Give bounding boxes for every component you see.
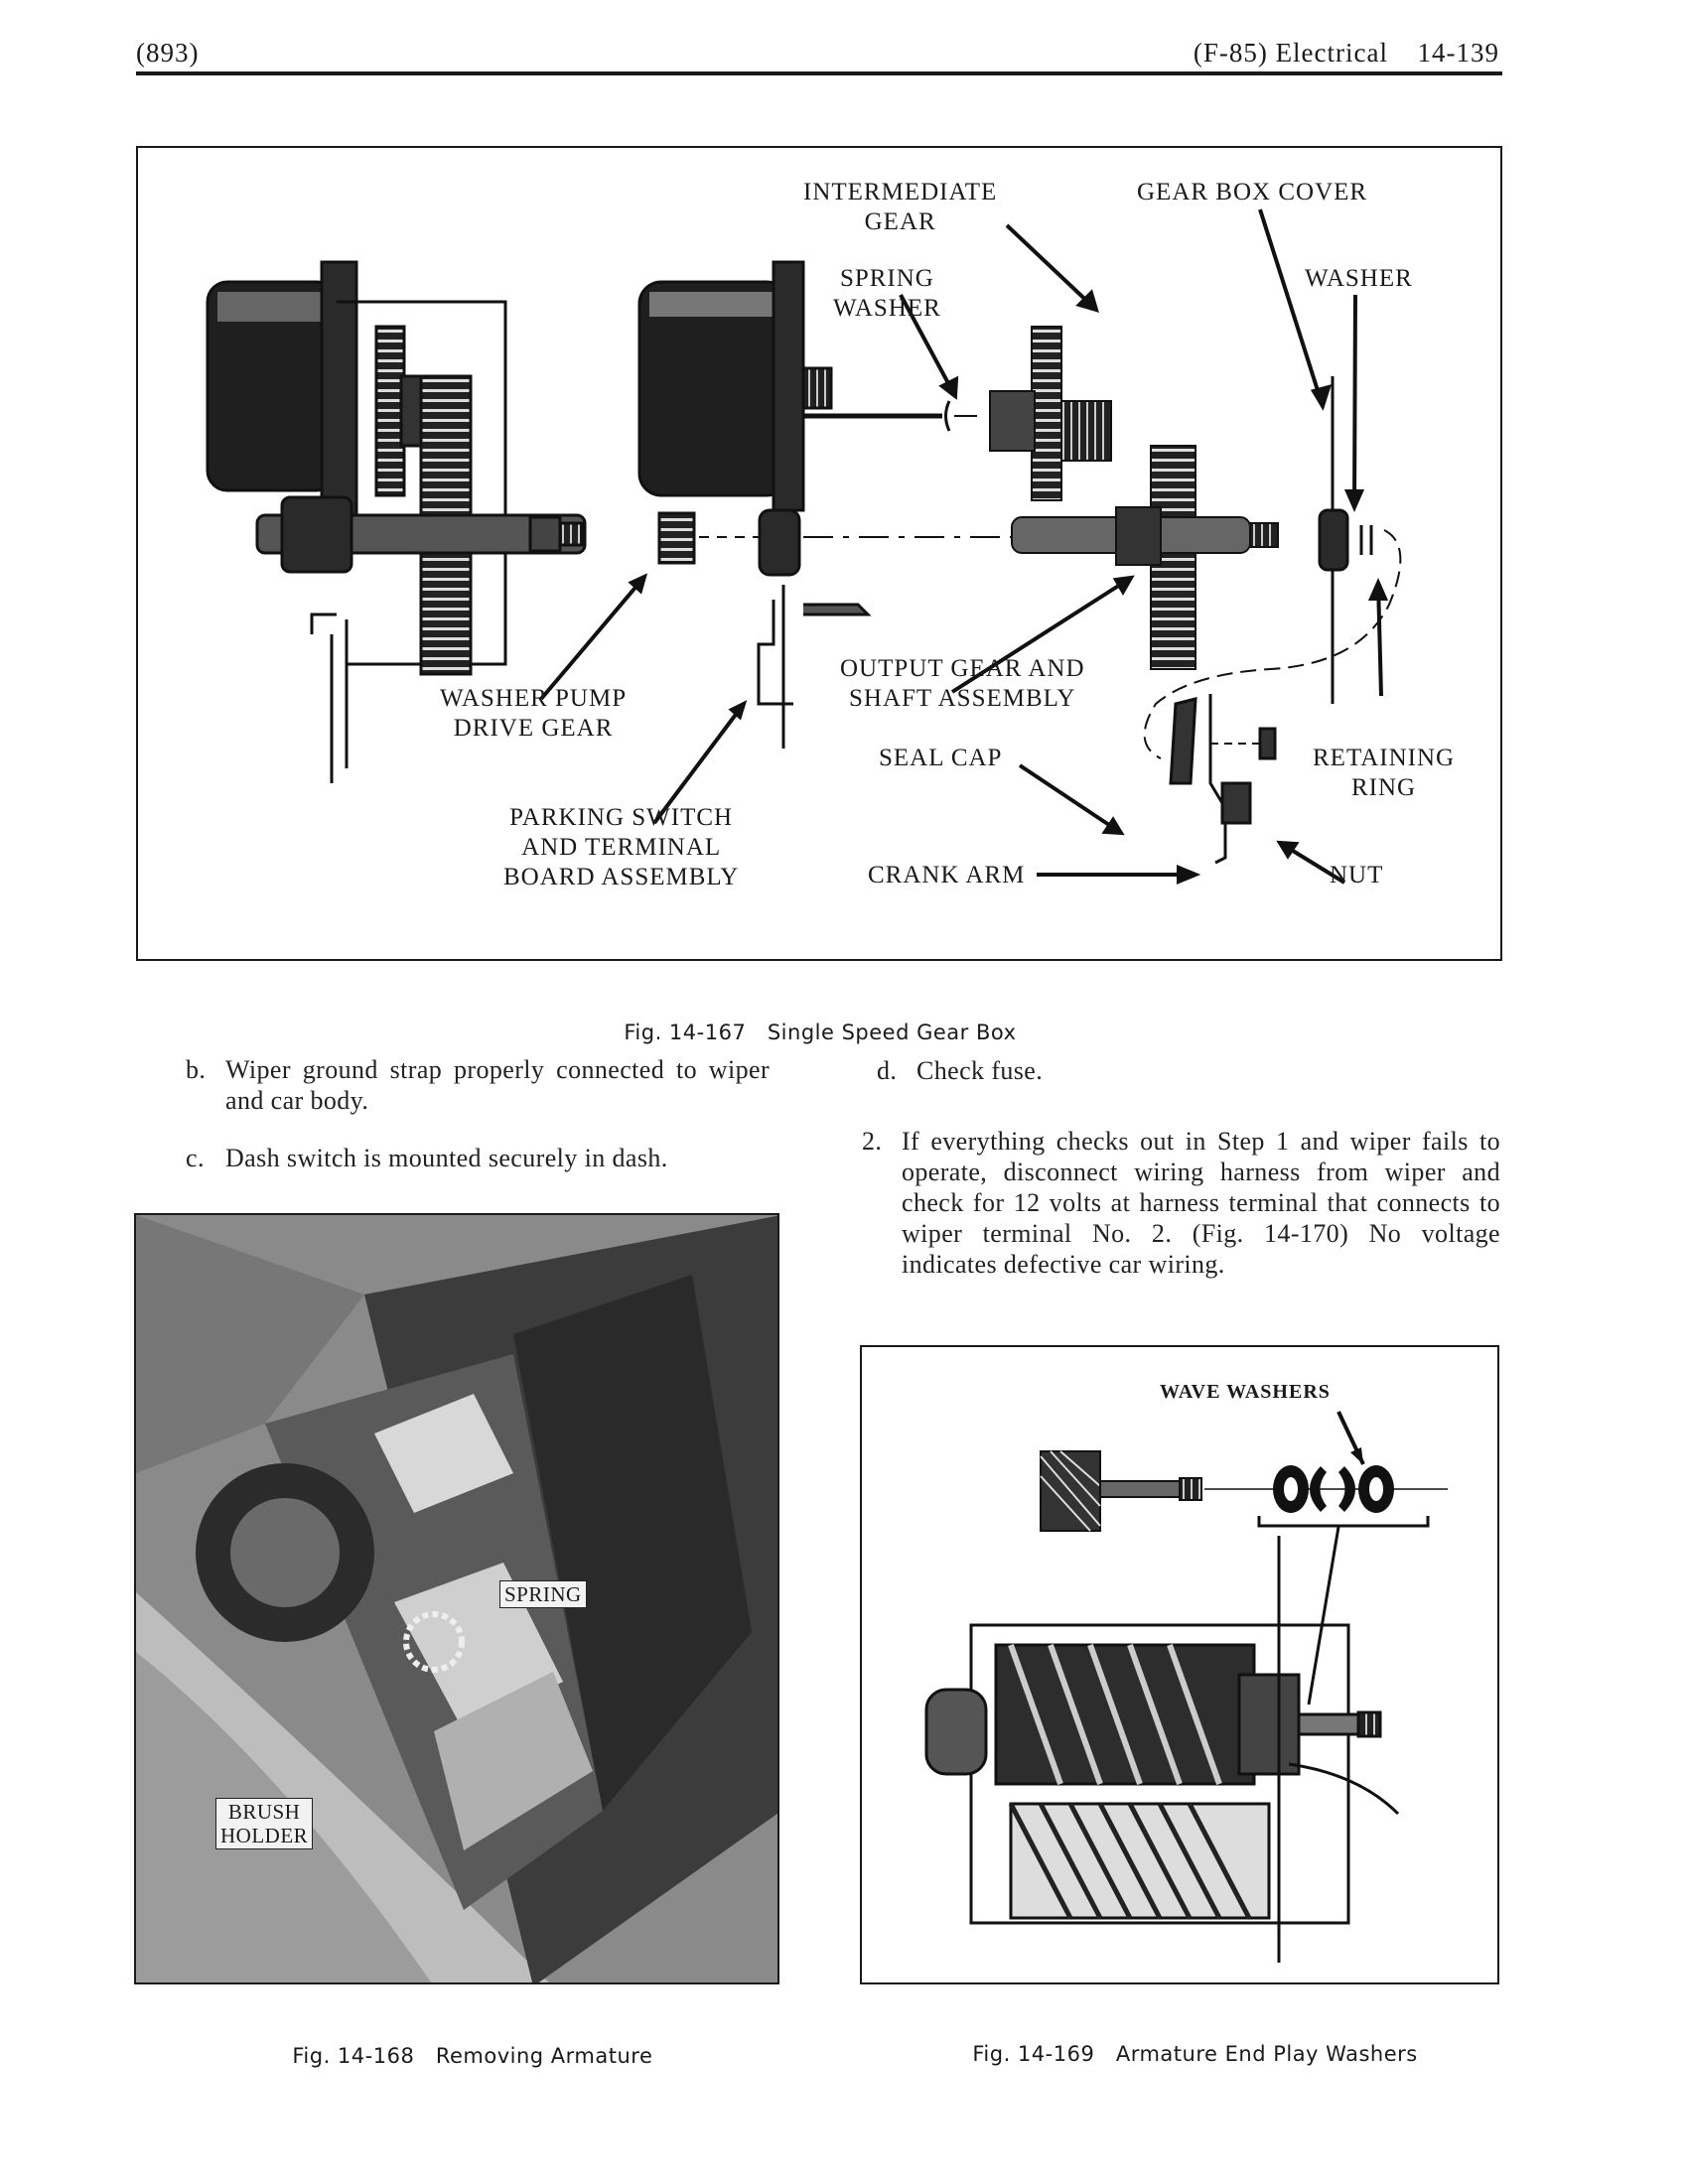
caption-fig-14-168: Fig. 14-168 Removing Armature — [278, 2020, 652, 2068]
label-spring-washer: SPRING WASHER — [833, 265, 941, 322]
list-marker: b. — [186, 1055, 207, 1084]
label-washer-pump-drive-gear: WASHER PUMP DRIVE GEAR — [440, 685, 628, 742]
left-column-text: b. Wiper ground strap properly connected… — [186, 1054, 770, 1173]
page-number: (893) — [136, 38, 200, 68]
list-marker: d. — [877, 1056, 898, 1085]
figure-14-168: SPRING BRUSH HOLDER — [134, 1213, 779, 1984]
list-text: Wiper ground strap properly connected to… — [225, 1055, 770, 1115]
armature-photo — [136, 1215, 777, 1982]
list-item: 2. If everything checks out in Step 1 an… — [862, 1126, 1500, 1280]
caption-title: Single Speed Gear Box — [767, 1021, 1017, 1044]
right-column-text: d. Check fuse. 2. If everything checks o… — [862, 1055, 1500, 1280]
intermediate-gear — [989, 326, 1112, 501]
label-spring: SPRING — [499, 1580, 587, 1608]
label-seal-cap: SEAL CAP — [879, 745, 1003, 771]
list-text: Dash switch is mounted securely in dash. — [225, 1144, 668, 1172]
spring-washer — [944, 400, 951, 432]
list-text: If everything checks out in Step 1 and w… — [902, 1127, 1500, 1279]
page-reference: 14-139 — [1417, 38, 1499, 68]
motor-housing — [637, 260, 1012, 749]
list-item: d. Check fuse. — [877, 1055, 1500, 1086]
small-armature — [1040, 1450, 1448, 1532]
label-retaining-ring: RETAINING RING — [1313, 745, 1456, 801]
list-marker: 2. — [862, 1127, 883, 1156]
crank-arm-parts — [1169, 694, 1277, 865]
end-play-washers-illustration — [924, 1411, 1448, 1963]
caption-fig-14-167: Fig. 14-167 Single Speed Gear Box — [610, 997, 1017, 1044]
label-brush-holder: BRUSH HOLDER — [215, 1798, 314, 1849]
leader-arrows — [539, 208, 1389, 885]
caption-title: Armature End Play Washers — [1115, 2042, 1418, 2066]
figure-14-169: WAVE WASHERS — [860, 1345, 1499, 1984]
output-gear-shaft — [1011, 445, 1279, 670]
label-output-gear-shaft: OUTPUT GEAR AND SHAFT ASSEMBLY — [840, 655, 1085, 712]
list-item: c. Dash switch is mounted securely in da… — [186, 1143, 770, 1173]
label-parking-switch: PARKING SWITCH AND TERMINAL BOARD ASSEMB… — [503, 804, 740, 890]
list-item: b. Wiper ground strap properly connected… — [186, 1054, 770, 1116]
assembled-gearbox — [206, 260, 587, 783]
list-marker: c. — [186, 1144, 205, 1172]
label-wave-washers: WAVE WASHERS — [1160, 1381, 1331, 1403]
list-text: Check fuse. — [916, 1056, 1044, 1085]
label-washer: WASHER — [1305, 265, 1413, 292]
wave-washers — [1273, 1465, 1394, 1513]
gear-box-cover — [1143, 376, 1402, 759]
figure-14-167: INTERMEDIATE GEAR GEAR BOX COVER SPRING … — [136, 146, 1502, 961]
label-crank-arm: CRANK ARM — [868, 862, 1026, 888]
running-header: (F-85) Electrical 14-139 — [1194, 38, 1499, 68]
label-intermediate-gear: INTERMEDIATE GEAR — [803, 179, 998, 235]
gear-box-illustration — [206, 208, 1402, 885]
caption-title: Removing Armature — [435, 2044, 653, 2068]
header-rule — [136, 71, 1502, 75]
section-title: (F-85) Electrical — [1193, 38, 1388, 68]
label-nut: NUT — [1330, 862, 1384, 888]
caption-number: Fig. 14-167 — [624, 1021, 747, 1044]
caption-fig-14-169: Fig. 14-169 Armature End Play Washers — [958, 2018, 1418, 2066]
motor-assembly — [924, 1536, 1400, 1963]
caption-number: Fig. 14-169 — [972, 2042, 1095, 2066]
caption-number: Fig. 14-168 — [292, 2044, 415, 2068]
label-gear-box-cover: GEAR BOX COVER — [1137, 179, 1368, 205]
